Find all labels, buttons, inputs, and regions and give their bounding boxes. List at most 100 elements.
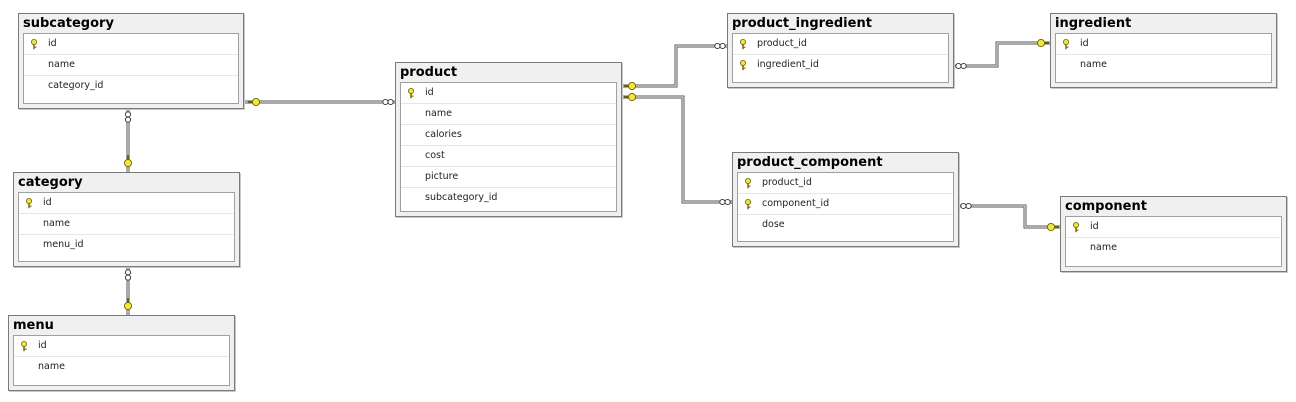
primary-key-icon	[21, 341, 27, 352]
column-name: product_id	[757, 38, 807, 49]
column-name: name	[1080, 59, 1107, 70]
column-name: name	[38, 361, 65, 372]
column-name: dose	[762, 219, 785, 230]
link-product-productcomponent	[622, 95, 732, 204]
many-end-icon	[124, 269, 132, 281]
column-name: product_id	[762, 177, 812, 188]
column-name: id	[425, 87, 434, 98]
column-row[interactable]: id	[1056, 34, 1271, 55]
column-row[interactable]: picture	[401, 167, 616, 188]
table-product-component[interactable]: product_component product_id component_id…	[732, 152, 959, 247]
column-row[interactable]: id	[19, 193, 234, 214]
one-end-key-icon	[123, 155, 133, 168]
table-product-ingredient[interactable]: product_ingredient product_id ingredient_…	[727, 13, 954, 88]
column-row[interactable]: name	[14, 357, 229, 377]
table-title: product_ingredient	[732, 16, 872, 31]
column-name: cost	[425, 150, 445, 161]
column-row[interactable]: product_id	[733, 34, 948, 55]
primary-key-icon	[740, 60, 746, 71]
one-end-key-icon	[1036, 38, 1049, 48]
link-ingredient-productingredient	[954, 42, 1050, 67]
table-title: subcategory	[23, 16, 114, 31]
link-product-productingredient	[622, 45, 727, 87]
table-subcategory[interactable]: subcategory id name category_id	[18, 13, 244, 109]
table-menu[interactable]: menu id name	[8, 315, 235, 391]
many-end-icon	[382, 98, 394, 106]
column-name: name	[425, 108, 452, 119]
primary-key-icon	[26, 198, 32, 209]
column-name: name	[43, 218, 70, 229]
column-row[interactable]: component_id	[738, 194, 953, 215]
many-end-icon	[124, 111, 132, 123]
column-row[interactable]: dose	[738, 215, 953, 235]
primary-key-icon	[31, 39, 37, 50]
table-title: component	[1065, 199, 1147, 214]
column-name: id	[1080, 38, 1089, 49]
one-end-key-icon	[624, 92, 637, 102]
column-list: id name menu_id	[18, 192, 235, 262]
column-name: name	[1090, 242, 1117, 253]
column-name: calories	[425, 129, 462, 140]
table-product[interactable]: product id name calories cost picture subcate…	[395, 62, 622, 217]
link-ingredient-productingredient	[954, 41, 1050, 68]
column-list: id name	[1065, 216, 1282, 267]
many-end-icon	[955, 62, 967, 70]
column-row[interactable]: product_id	[738, 173, 953, 194]
link-product-productingredient	[622, 44, 727, 88]
many-end-icon	[714, 42, 726, 50]
link-component-productcomponent	[959, 204, 1060, 229]
column-row[interactable]: name	[1066, 238, 1281, 258]
column-name: subcategory_id	[425, 192, 498, 203]
column-row[interactable]: name	[19, 214, 234, 235]
column-name: id	[38, 340, 47, 351]
column-name: name	[48, 59, 75, 70]
link-product-productcomponent	[622, 96, 732, 203]
column-list: product_id ingredient_id	[732, 33, 949, 83]
column-row[interactable]: id	[401, 83, 616, 104]
primary-key-icon	[745, 178, 751, 189]
link-component-productcomponent	[959, 205, 1060, 228]
column-name: ingredient_id	[757, 59, 819, 70]
column-row[interactable]: id	[24, 34, 238, 55]
column-name: id	[1090, 221, 1099, 232]
column-row[interactable]: name	[24, 55, 238, 76]
table-ingredient[interactable]: ingredient id name	[1050, 13, 1277, 88]
column-name: category_id	[48, 80, 104, 91]
column-name: id	[43, 197, 52, 208]
one-end-key-icon	[123, 298, 133, 311]
column-row[interactable]: name	[401, 104, 616, 125]
primary-key-icon	[1073, 222, 1079, 233]
primary-key-icon	[408, 88, 414, 99]
column-list: id name category_id	[23, 33, 239, 104]
table-title: ingredient	[1055, 16, 1132, 31]
primary-key-icon	[1063, 39, 1069, 50]
column-row[interactable]: name	[1056, 55, 1271, 75]
column-list: id name	[1055, 33, 1272, 83]
one-end-key-icon	[624, 81, 637, 91]
column-list: id name calories cost picture subcategory_id	[400, 82, 617, 212]
one-end-key-icon	[248, 97, 261, 107]
column-name: picture	[425, 171, 459, 182]
column-name: menu_id	[43, 239, 84, 250]
column-row[interactable]: calories	[401, 125, 616, 146]
column-row[interactable]: cost	[401, 146, 616, 167]
column-name: id	[48, 38, 57, 49]
column-row[interactable]: menu_id	[19, 235, 234, 255]
column-name: component_id	[762, 198, 830, 209]
column-row[interactable]: id	[1066, 217, 1281, 238]
table-title: menu	[13, 318, 54, 333]
many-end-icon	[719, 198, 731, 206]
many-end-icon	[960, 202, 972, 210]
primary-key-icon	[740, 39, 746, 50]
column-row[interactable]: subcategory_id	[401, 188, 616, 208]
column-row[interactable]: ingredient_id	[733, 55, 948, 75]
column-row[interactable]: category_id	[24, 76, 238, 96]
column-row[interactable]: id	[14, 336, 229, 357]
table-title: product_component	[737, 155, 883, 170]
primary-key-icon	[745, 199, 751, 210]
table-component[interactable]: component id name	[1060, 196, 1287, 272]
table-title: product	[400, 65, 458, 80]
